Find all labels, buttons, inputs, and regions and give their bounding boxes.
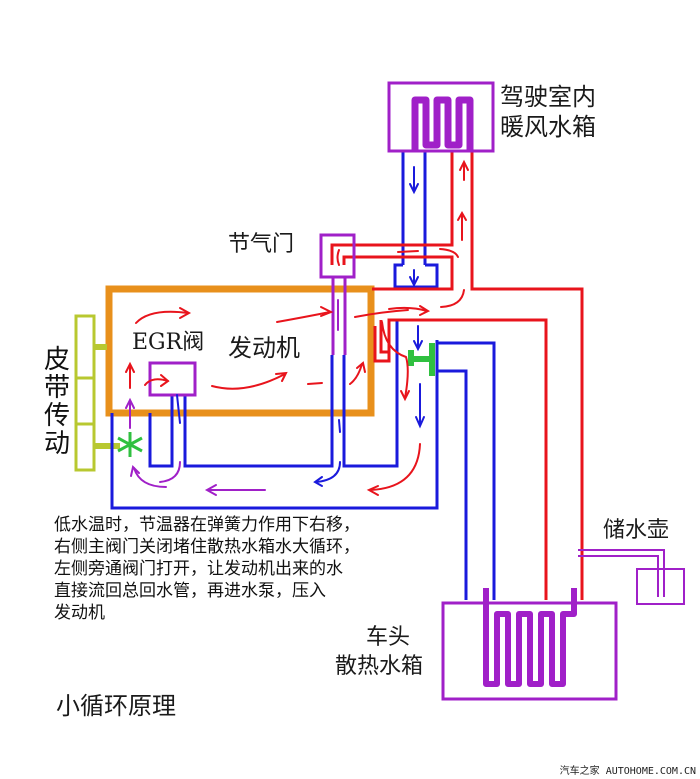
radiator-label-line2: 散热水箱 <box>335 654 424 679</box>
water-pump-icon <box>117 432 143 457</box>
egr-valve-label: EGR阀 <box>132 330 205 355</box>
belt-char: 动 <box>43 429 70 459</box>
throttle-label: 节气门 <box>228 232 295 257</box>
engine-block <box>105 285 375 417</box>
description-line: 发动机 <box>54 603 105 623</box>
flow-arrows <box>125 159 469 496</box>
description-line: 左侧旁通阀门打开，让发动机出来的水 <box>54 559 343 579</box>
description-line: 右侧主阀门关闭堵住散热水箱水大循环， <box>54 537 360 557</box>
belt-char: 皮 <box>43 345 70 375</box>
heater-core-label-line2: 暖风水箱 <box>500 113 596 141</box>
radiator <box>441 588 618 701</box>
belt-drive-label: 皮 带 传 动 <box>42 346 72 458</box>
engine-label: 发动机 <box>228 334 300 362</box>
radiator-label-line1: 车头 <box>366 625 411 650</box>
thermostat-icon <box>408 343 435 376</box>
heater-core-label-line1: 驾驶室内 <box>500 83 596 111</box>
description-line: 直接流回总回水管，再进水泵，压入 <box>54 581 326 601</box>
reservoir-label: 储水壶 <box>603 518 670 543</box>
coolant-reservoir <box>578 549 685 605</box>
description-text: 低水温时，节温器在弹簧力作用下右移， 右侧主阀门关闭堵住散热水箱水大循环， 左侧… <box>54 514 454 624</box>
heater-core <box>387 81 495 153</box>
diagram-title: 小循环原理 <box>56 692 176 720</box>
belt-drive <box>74 314 120 472</box>
watermark: 汽车之家 AUTOHOME.COM.CN <box>559 766 696 777</box>
belt-char: 传 <box>43 401 70 431</box>
belt-char: 带 <box>43 373 70 403</box>
throttle-body <box>319 233 356 279</box>
egr-valve <box>148 361 197 397</box>
hot-supply-pipes <box>330 152 584 600</box>
description-line: 低水温时，节温器在弹簧力作用下右移， <box>54 515 360 535</box>
